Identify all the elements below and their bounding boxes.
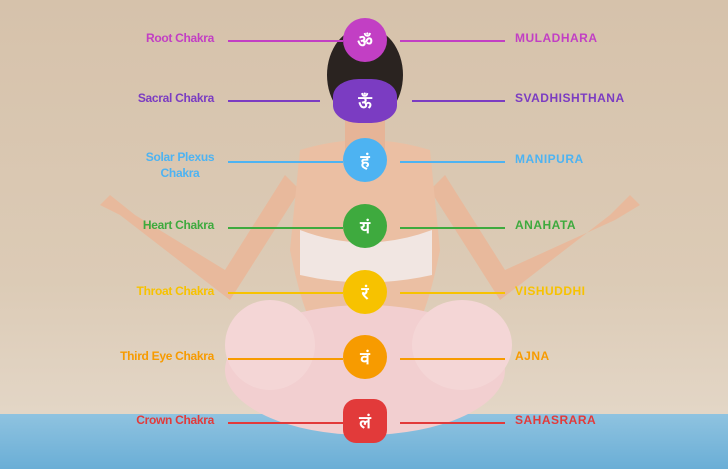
leader-line: [412, 100, 505, 102]
root-chakra-symbol-icon: ॐ: [343, 18, 387, 62]
solar-plexus-chakra-symbol-icon: हं: [343, 138, 387, 182]
leader-line: [228, 422, 343, 424]
sanskrit-label: MULADHARA: [515, 31, 598, 45]
throat-chakra-symbol-icon: रं: [343, 270, 387, 314]
leader-line: [228, 292, 343, 294]
sanskrit-label: SVADHISHTHANA: [515, 91, 625, 105]
crown-chakra-symbol-icon: लं: [343, 399, 387, 443]
leader-line: [400, 292, 505, 294]
chakra-label: Third Eye Chakra: [120, 349, 214, 363]
leader-line: [228, 161, 343, 163]
sanskrit-label: ANAHATA: [515, 218, 577, 232]
chakra-label: Root Chakra: [145, 31, 214, 45]
leader-line: [228, 227, 343, 229]
third-eye-chakra-symbol-icon: वं: [343, 335, 387, 379]
leader-line: [400, 422, 505, 424]
leader-line: [228, 40, 343, 42]
chakra-label: Solar Plexus Chakra: [145, 150, 215, 180]
leader-line: [400, 358, 505, 360]
chakra-label: Throat Chakra: [136, 284, 215, 298]
chakra-label: Crown Chakra: [136, 413, 214, 427]
leader-line: [400, 40, 505, 42]
chakra-label: Sacral Chakra: [137, 91, 214, 105]
sanskrit-label: SAHASRARA: [515, 413, 597, 427]
sanskrit-label: MANIPURA: [515, 152, 584, 166]
heart-chakra-symbol-icon: यं: [343, 204, 387, 248]
leader-line: [228, 100, 320, 102]
sanskrit-label: VISHUDDHI: [515, 284, 586, 298]
sacral-chakra-symbol-icon: ऊँ: [333, 79, 397, 123]
leader-line: [228, 358, 343, 360]
chakra-label: Heart Chakra: [142, 218, 214, 232]
leader-line: [400, 161, 505, 163]
leader-line: [400, 227, 505, 229]
sanskrit-label: AJNA: [515, 349, 550, 363]
